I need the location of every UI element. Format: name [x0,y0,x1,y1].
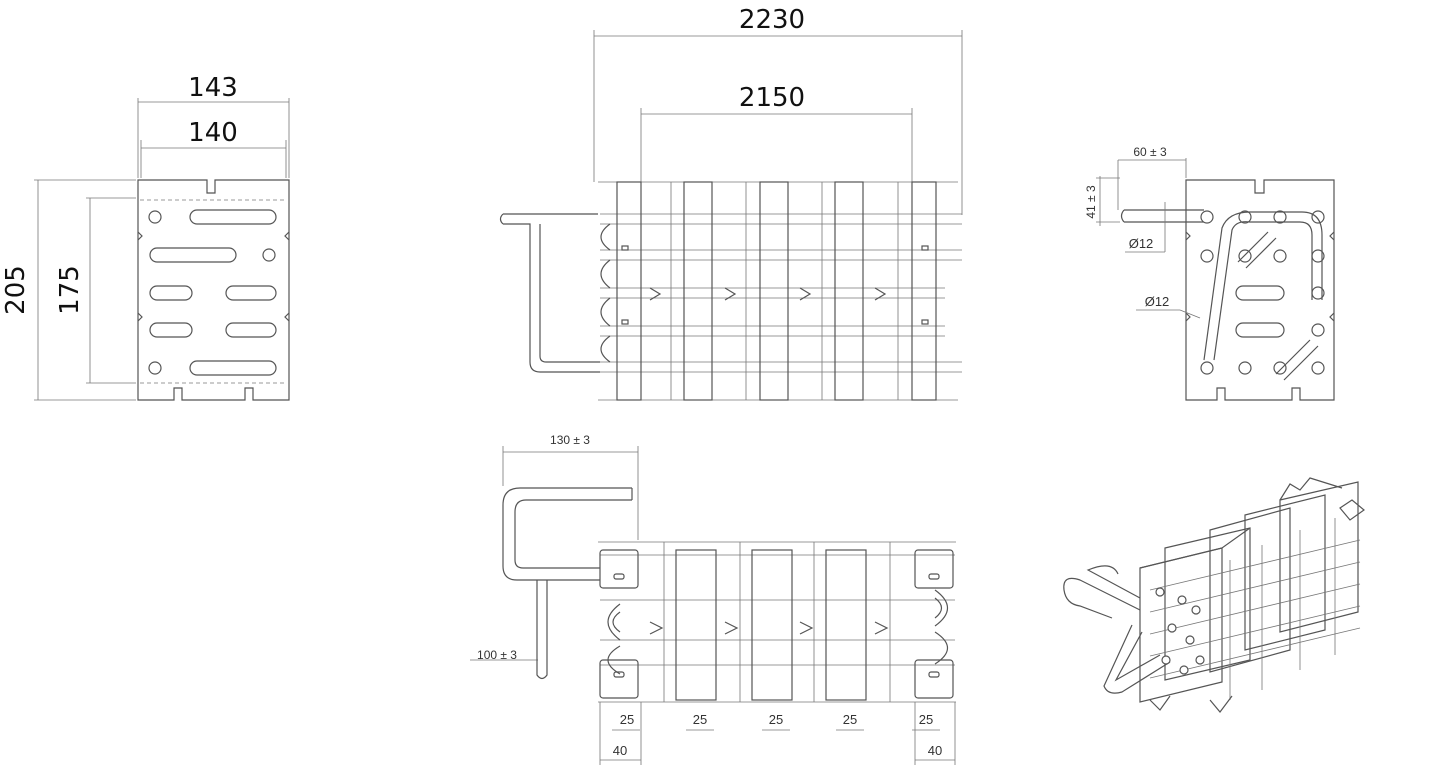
front-view: 143 140 205 175 [1,73,290,401]
side-view-dimensions [1096,158,1201,319]
top-view: 2230 2150 [499,5,963,401]
bottom-tube-length-label: 100 ± 3 [477,648,517,662]
end-left-label: 40 [613,743,627,758]
side-view-holes [1200,210,1325,375]
bottom-view-fins [599,542,954,702]
front-width-outer-label: 143 [188,73,238,103]
side-view: 60 ± 3 41 ± 3 Ø12 Ø12 [1084,145,1335,401]
front-height-inner-label: 175 [55,265,85,315]
front-view-dimensions [34,98,290,401]
front-view-holes [148,209,277,376]
fin-gap-3-label: 25 [769,712,783,727]
top-length-outer-label: 2230 [739,5,805,35]
side-height-label: 41 ± 3 [1084,185,1098,219]
bottom-bend-length-label: 130 ± 3 [550,433,590,447]
side-diameter-2-label: Ø12 [1145,294,1170,309]
isometric-fins [1139,477,1365,703]
side-offset-label: 60 ± 3 [1133,145,1167,159]
fin-gap-1-label: 25 [620,712,634,727]
isometric-tubes [1149,518,1361,700]
top-length-inner-label: 2150 [739,83,805,113]
bottom-view-dimensions [470,446,956,765]
bottom-view: 130 ± 3 100 ± 3 [470,433,956,765]
end-right-label: 40 [928,743,942,758]
side-diameter-1-label: Ø12 [1129,236,1154,251]
front-width-inner-label: 140 [188,118,238,148]
fin-gap-4-label: 25 [843,712,857,727]
fin-gap-5-label: 25 [919,712,933,727]
fin-gap-2-label: 25 [693,712,707,727]
isometric-view [1063,477,1365,713]
front-height-outer-label: 205 [1,265,31,315]
top-view-fins [616,181,937,401]
top-view-tubes [600,213,962,373]
top-view-dimensions [593,30,963,215]
